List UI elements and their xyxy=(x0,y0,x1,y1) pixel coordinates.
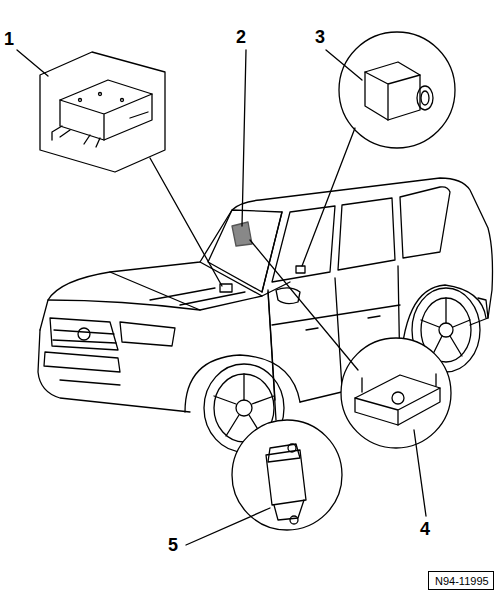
reference-code: N94-11995 xyxy=(435,576,487,587)
callout-number: 2 xyxy=(236,28,246,46)
inset-bracket-sensor xyxy=(341,338,451,448)
leader-lines xyxy=(17,50,426,545)
callout-number: 4 xyxy=(420,520,430,538)
wheels xyxy=(185,285,486,452)
inset-control-unit xyxy=(40,52,165,172)
reference-box: N94-11995 xyxy=(428,571,494,590)
callout-number: 1 xyxy=(4,30,14,48)
inset-actuator xyxy=(232,420,342,530)
callout-number: 3 xyxy=(315,28,325,46)
door-sensor-spot xyxy=(296,266,305,273)
inset-sensor xyxy=(339,32,455,148)
callout-number: 5 xyxy=(168,536,178,554)
